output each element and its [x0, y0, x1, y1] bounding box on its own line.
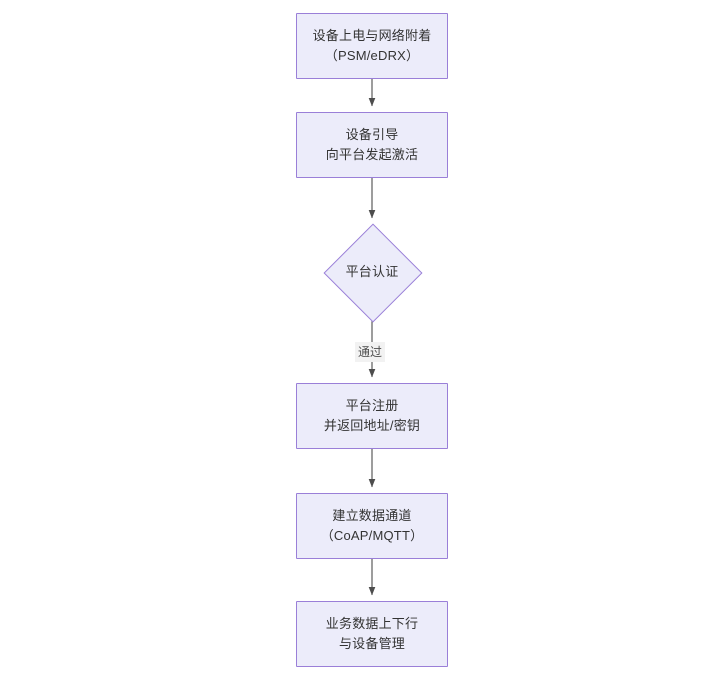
node-device-bootstrap[interactable]: 设备引导 向平台发起激活 — [296, 112, 448, 178]
node-label-line: 与设备管理 — [338, 636, 405, 651]
node-label-line: 业务数据上下行 — [325, 616, 419, 631]
node-label-line: （PSM/eDRX） — [324, 48, 420, 63]
node-label-line: 并返回地址/密钥 — [323, 418, 421, 433]
node-device-power-on[interactable]: 设备上电与网络附着 （PSM/eDRX） — [296, 13, 448, 79]
node-label-line: 平台注册 — [345, 398, 399, 413]
node-label-line: 建立数据通道 — [332, 508, 412, 523]
node-label-line: 设备上电与网络附着 — [312, 28, 432, 43]
node-establish-data-channel[interactable]: 建立数据通道 （CoAP/MQTT） — [296, 493, 448, 559]
edge-label-pass: 通过 — [355, 342, 386, 362]
node-platform-registration[interactable]: 平台注册 并返回地址/密钥 — [296, 383, 448, 449]
node-label-line: 设备引导 — [345, 127, 399, 142]
node-platform-authentication[interactable]: 平台认证 — [320, 223, 424, 323]
node-label-line: 平台认证 — [345, 264, 399, 279]
node-label-line: （CoAP/MQTT） — [320, 528, 424, 543]
node-label-line: 向平台发起激活 — [325, 147, 419, 162]
node-business-data-and-device-management[interactable]: 业务数据上下行 与设备管理 — [296, 601, 448, 667]
